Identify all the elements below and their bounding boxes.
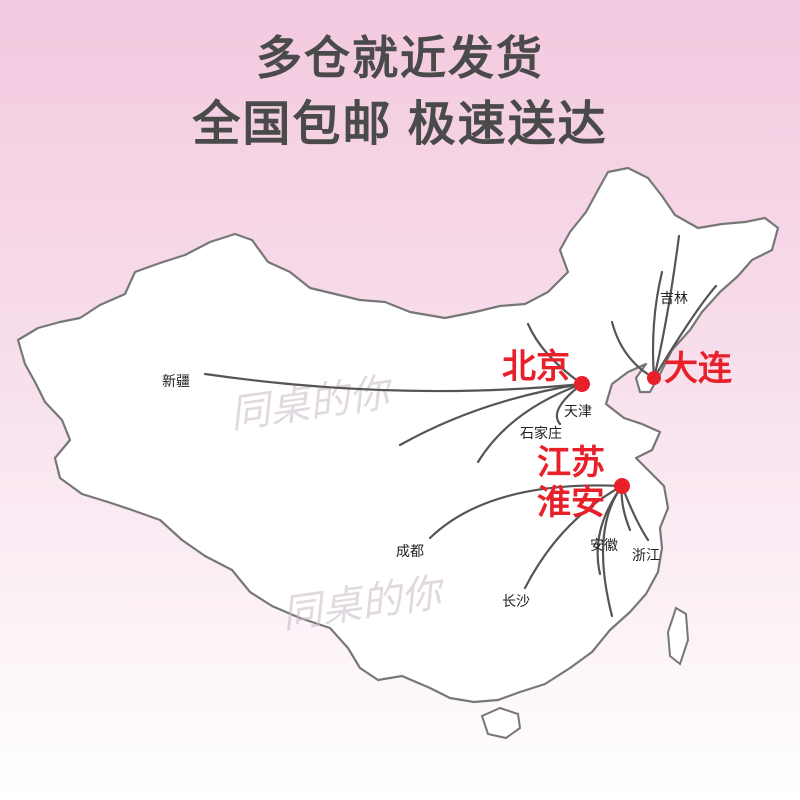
taiwan-island-outline	[666, 606, 690, 666]
headline-line-1: 多仓就近发货	[256, 32, 544, 84]
city-label-xinjiang: 新疆	[162, 374, 190, 390]
city-label-zhejiang: 浙江	[632, 548, 660, 564]
route-beijing-north	[526, 322, 584, 386]
route-huaian-anhui	[601, 484, 624, 618]
hub-label-jiangsu: 江苏	[537, 443, 605, 483]
hub-label-beijing: 北京	[502, 347, 570, 387]
hub-label-dalian: 大连	[664, 349, 733, 389]
city-label-tianjin: 天津	[564, 404, 592, 420]
hub-dot-huaian	[614, 478, 630, 494]
route-beijing-xinjiang	[203, 372, 584, 393]
route-huaian-chengdu	[428, 484, 624, 540]
city-label-shijiazhuang: 石家庄	[520, 425, 562, 442]
hub-label-huaian: 淮安	[537, 483, 605, 523]
route-beijing-west	[398, 382, 584, 447]
city-label-changsha: 长沙	[502, 594, 530, 610]
city-label-chengdu: 成都	[396, 544, 424, 560]
city-label-anhui: 安徽	[590, 538, 618, 554]
city-label-jilin: 吉林	[660, 291, 688, 307]
hub-dot-dalian	[647, 371, 661, 385]
route-dalian-north-2	[651, 270, 664, 380]
headline-line-2: 全国包邮 极速送达	[192, 98, 608, 151]
route-beijing-southwest	[476, 382, 584, 464]
route-dalian-jilin	[652, 284, 718, 380]
route-dalian-north-1	[652, 234, 681, 380]
hainan-island-outline	[480, 706, 522, 740]
hub-dot-beijing	[574, 376, 590, 392]
china-mainland-outline	[16, 166, 780, 704]
route-huaian-changsha	[523, 484, 624, 590]
